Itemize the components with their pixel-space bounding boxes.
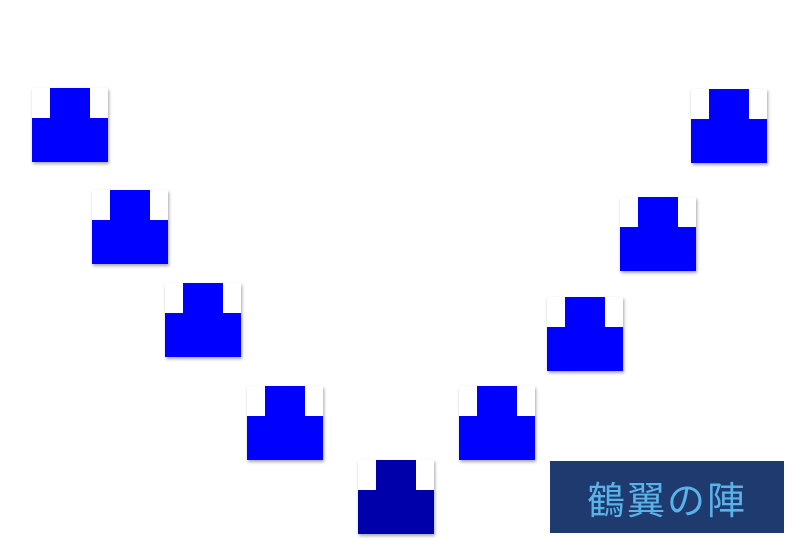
unit-marker [32,88,108,162]
unit-marker-base [165,313,241,357]
unit-marker [165,283,241,357]
unit-marker [247,386,323,460]
unit-marker-top [565,297,605,327]
unit-marker-base [358,490,434,534]
unit-marker-top [50,88,90,118]
unit-marker-base [247,416,323,460]
commander-unit-marker [358,460,434,534]
unit-marker-base [691,119,767,163]
unit-marker-top [638,197,678,227]
unit-marker-top [110,190,150,220]
unit-marker-base [547,327,623,371]
unit-marker-top [265,386,305,416]
unit-marker-base [620,227,696,271]
unit-marker-top [477,386,517,416]
unit-marker-base [32,118,108,162]
unit-marker-base [459,416,535,460]
unit-marker-top [376,460,416,490]
unit-marker [691,89,767,163]
unit-marker-top [183,283,223,313]
unit-marker-top [709,89,749,119]
formation-name-label: 鶴翼の陣 [550,461,784,533]
unit-marker [92,190,168,264]
unit-marker [459,386,535,460]
unit-marker [620,197,696,271]
unit-marker-base [92,220,168,264]
formation-name-text: 鶴翼の陣 [586,478,747,523]
unit-marker [547,297,623,371]
